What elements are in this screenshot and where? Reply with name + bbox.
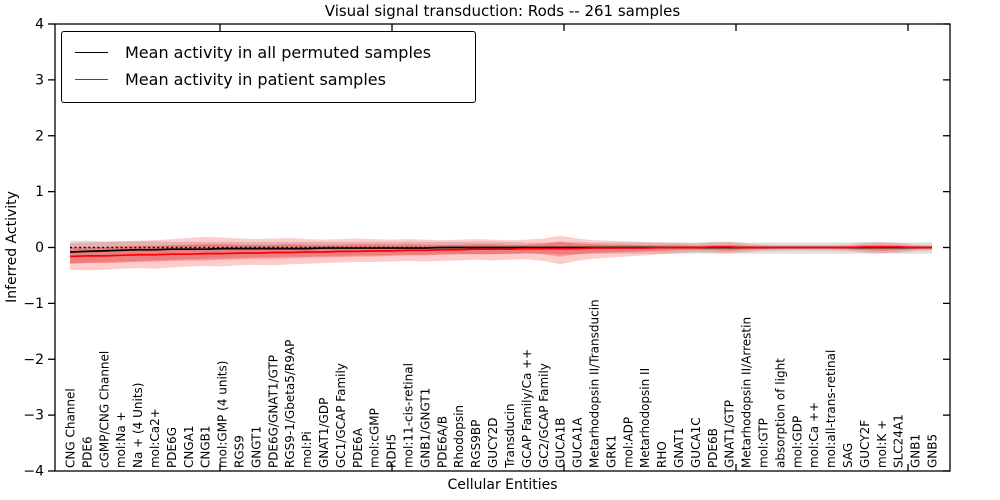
x-category-label: mol:GMP (4 units) (216, 361, 230, 468)
x-category-label: absorption of light (773, 358, 787, 468)
x-category-label: GC2/GCAP Family (537, 363, 551, 468)
y-tick-label: −1 (23, 296, 44, 312)
x-category-label: SAG (841, 443, 855, 468)
x-category-label: GUCY2D (486, 418, 500, 468)
x-category-label: Na + (4 Units) (131, 382, 145, 468)
x-category-label: PDE6 (80, 436, 94, 468)
x-category-label: GC1/GCAP Family (334, 363, 348, 468)
x-category-label: Metarhodopsin II (638, 368, 652, 468)
x-category-label: GNB1 (909, 434, 923, 468)
legend-entry-permuted: Mean activity in all permuted samples (75, 39, 431, 66)
permuted-line-swatch (75, 52, 108, 53)
x-category-label: GUCA1B (554, 417, 568, 468)
x-category-label: Rhodopsin (452, 405, 466, 468)
x-category-label: mol:Ca2+ (148, 408, 162, 468)
y-tick-label: 2 (35, 128, 44, 144)
x-category-label: SLC24A1 (892, 414, 906, 468)
x-category-label: mol:Ca ++ (807, 402, 821, 468)
x-category-label: RHO (655, 441, 669, 468)
x-category-label: PDE6B (706, 428, 720, 468)
x-category-label: GNB5 (926, 434, 940, 468)
y-tick-label: −2 (23, 352, 44, 368)
x-category-label: Metarhodopsin II/Transducin (587, 299, 601, 468)
x-category-label: GUCA1A (571, 417, 585, 468)
x-category-label: PDE6G/GNAT1/GTP (266, 355, 280, 468)
x-category-label: mol:11-cis-retinal (402, 363, 416, 468)
x-category-label: mol:Pi (300, 431, 314, 468)
x-category-label: RGS9 (233, 435, 247, 468)
legend: Mean activity in all permuted samples Me… (61, 31, 477, 103)
y-tick-label: 4 (35, 17, 44, 33)
y-tick-label: 3 (35, 72, 44, 88)
x-category-label: mol:ADP (621, 417, 635, 468)
x-category-label: CNG Channel (64, 388, 78, 468)
x-category-label: mol:GTP (756, 418, 770, 468)
x-category-label: PDE6A (351, 427, 365, 468)
x-category-label: CNGB1 (199, 425, 213, 468)
legend-entry-patient: Mean activity in patient samples (75, 66, 431, 93)
x-category-label: PDE6A/B (435, 416, 449, 468)
x-category-label: mol:K + (875, 420, 889, 468)
x-category-label: GUCY2F (858, 420, 872, 468)
x-category-label: GRK1 (604, 435, 618, 468)
chart-title: Visual signal transduction: Rods -- 261 … (324, 2, 681, 20)
y-tick-label: −3 (23, 408, 44, 424)
x-category-label: RGS9-1/Gbeta5/R9AP (283, 340, 297, 468)
x-category-label: GNAT1/GDP (317, 398, 331, 468)
legend-label-permuted: Mean activity in all permuted samples (125, 43, 432, 62)
x-category-label: GNAT1/GTP (723, 400, 737, 468)
series-line-patient-mean (69, 246, 932, 258)
x-category-label: Metarhodopsin II/Arrestin (740, 317, 754, 468)
y-tick-label: −4 (23, 464, 44, 480)
x-category-label: GNGT1 (249, 426, 263, 468)
x-category-label: mol:Na + (114, 411, 128, 468)
x-category-label: mol:cGMP (368, 408, 382, 468)
x-category-label: mol:GDP (790, 416, 804, 468)
x-category-label: GNB1/GNGT1 (418, 388, 432, 468)
x-category-label: CNGA1 (182, 426, 196, 469)
y-tick-label: 0 (35, 240, 44, 256)
patient-line-swatch (75, 79, 108, 80)
band-patient-band-outer (70, 235, 932, 271)
x-category-label: GNAT1 (672, 427, 686, 468)
x-category-label: mol:all-trans-retinal (824, 350, 838, 468)
x-category-label: PDE6G (165, 427, 179, 468)
x-category-label: GUCA1C (689, 417, 703, 468)
x-category-label: RGS9BP (469, 420, 483, 468)
x-category-label: RDH5 (385, 434, 399, 468)
y-axis-title: Inferred Activity (4, 191, 20, 303)
x-axis-title: Cellular Entities (447, 477, 558, 493)
x-category-label: Transducin (503, 404, 517, 469)
y-tick-label: 1 (35, 184, 44, 200)
legend-label-patient: Mean activity in patient samples (125, 70, 386, 89)
x-category-label: GCAP Family/Ca ++ (520, 349, 534, 468)
x-category-label: cGMP/CNG Channel (97, 351, 111, 468)
